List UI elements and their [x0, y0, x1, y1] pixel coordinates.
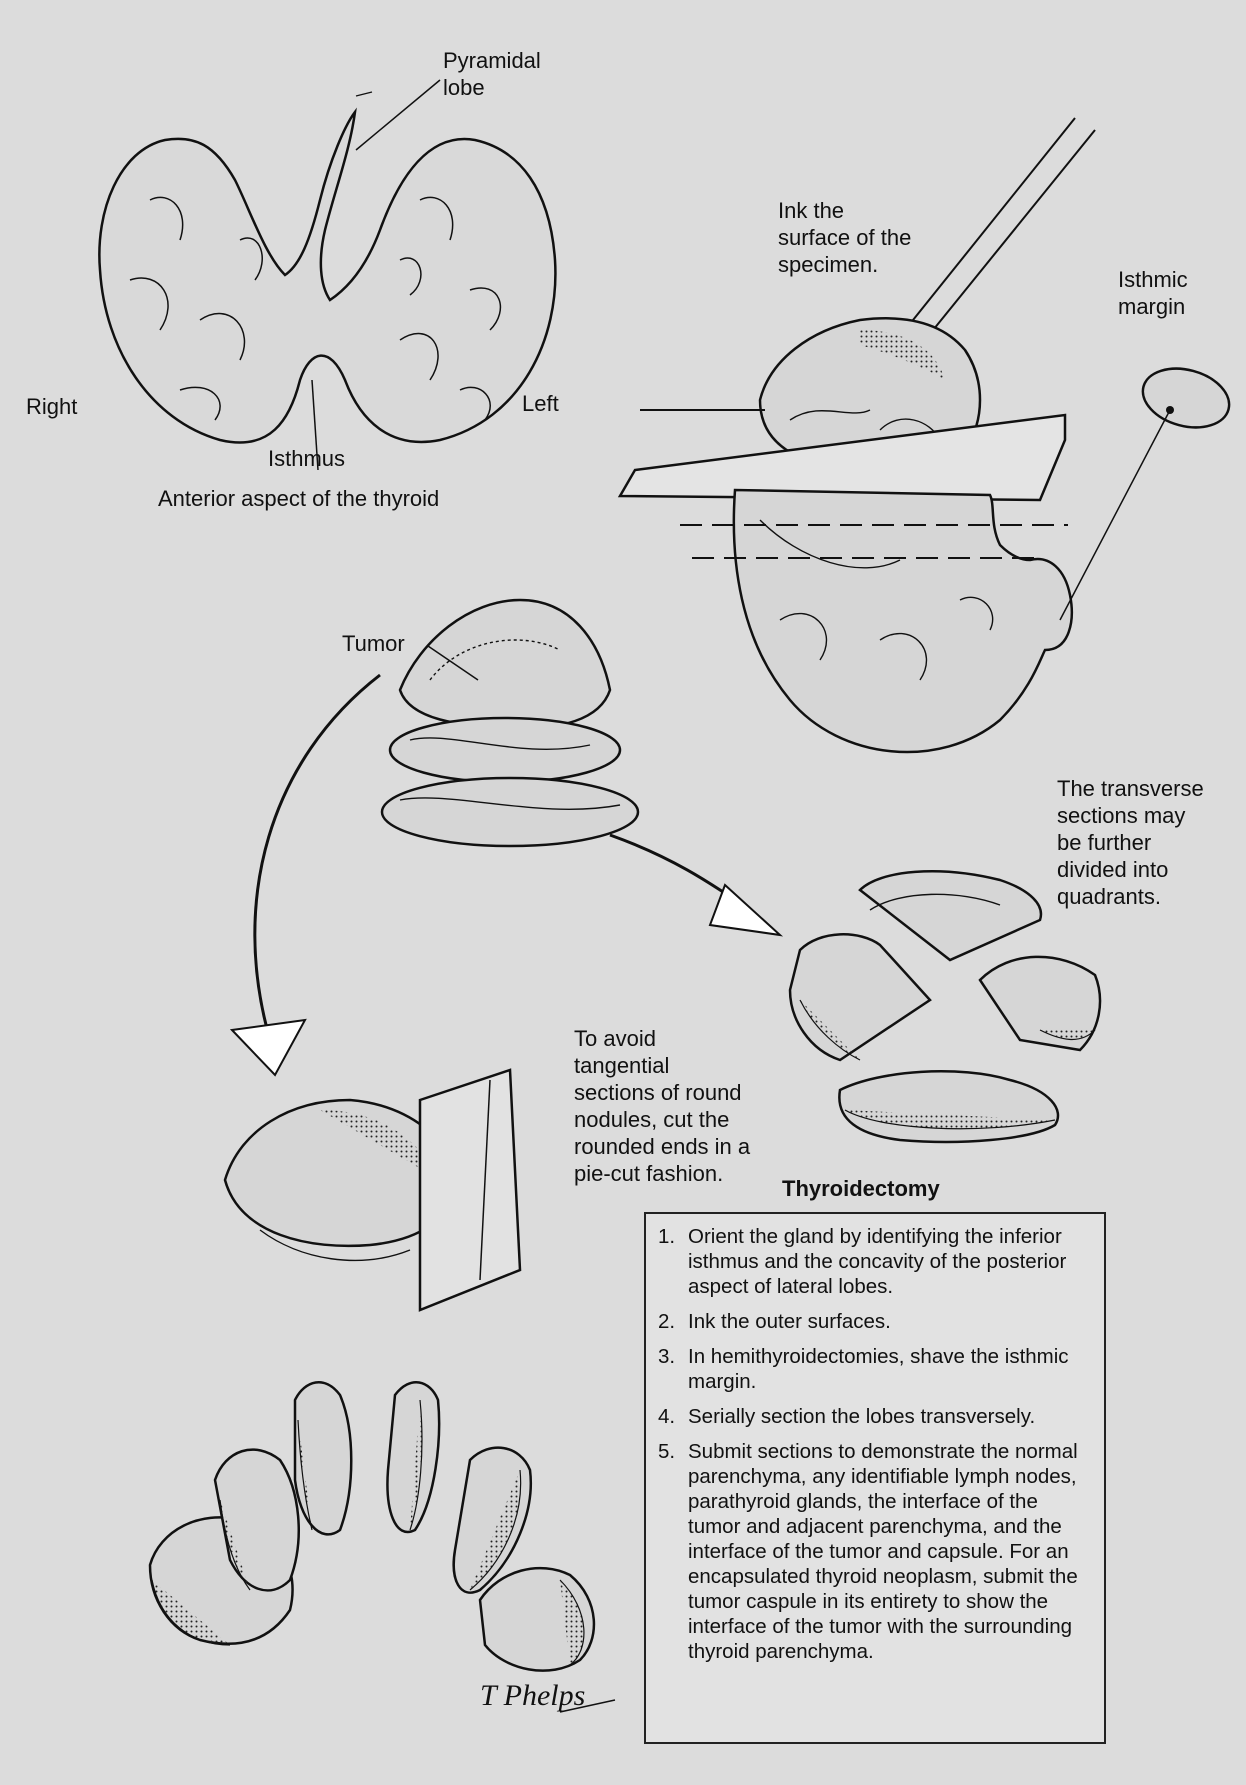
procedure-step: 2. Ink the outer surfaces. — [658, 1309, 1092, 1334]
pyramidal-lobe-leader — [355, 79, 441, 151]
step-number: 2. — [658, 1310, 676, 1333]
procedure-steps-box: 1. Orient the gland by identifying the i… — [644, 1212, 1106, 1744]
step-text: Ink the outer surfaces. — [688, 1310, 891, 1333]
pie-cut-illustration — [223, 1068, 522, 1312]
procedure-step: 5. Submit sections to demonstrate the no… — [658, 1439, 1092, 1664]
procedure-step: 3. In hemithyroidectomies, shave the ist… — [658, 1344, 1092, 1394]
procedure-title: Thyroidectomy — [782, 1176, 940, 1201]
fan-sections-illustration — [148, 1381, 596, 1672]
step-text: Submit sections to demonstrate the norma… — [688, 1440, 1078, 1663]
left-label: Left — [522, 391, 559, 416]
quadrants-illustration — [788, 870, 1102, 1144]
transverse-sections-note: The transverse sections may be further d… — [1057, 776, 1204, 909]
step-text: Orient the gland by identifying the infe… — [688, 1225, 1067, 1298]
arrow-to-quadrants-head — [708, 883, 784, 937]
step-text: In hemithyroidectomies, shave the isthmi… — [688, 1345, 1069, 1393]
avoid-tangential-note: To avoid tangential sections of round no… — [574, 1026, 751, 1186]
procedure-step: 4. Serially section the lobes transverse… — [658, 1404, 1092, 1429]
isthmus-label: Isthmus — [268, 446, 346, 471]
isthmic-margin-label: Isthmic margin — [1118, 267, 1188, 319]
ink-surface-label: Ink the surface of the specimen. — [778, 198, 912, 277]
inking-illustration — [617, 117, 1231, 754]
tumor-label: Tumor — [342, 631, 405, 656]
curved-arrow-down-head — [229, 1018, 307, 1077]
svg-text:T Phelps: T Phelps — [480, 1679, 585, 1712]
step-number: 1. — [658, 1225, 676, 1248]
step-text: Serially section the lobes transversely. — [688, 1405, 1036, 1428]
right-label: Right — [26, 394, 78, 419]
curved-arrow-down — [253, 673, 381, 1041]
thyroid-anterior-illustration — [98, 91, 557, 471]
signature-mark: T Phelps — [480, 1679, 616, 1713]
step-number: 5. — [658, 1440, 676, 1463]
pyramidal-lobe-label: Pyramidal lobe — [443, 48, 541, 100]
tumor-slices-illustration — [380, 598, 640, 848]
step-number: 3. — [658, 1345, 676, 1368]
step-number: 4. — [658, 1405, 676, 1428]
procedure-step: 1. Orient the gland by identifying the i… — [658, 1224, 1092, 1299]
anterior-aspect-caption: Anterior aspect of the thyroid — [158, 486, 440, 511]
